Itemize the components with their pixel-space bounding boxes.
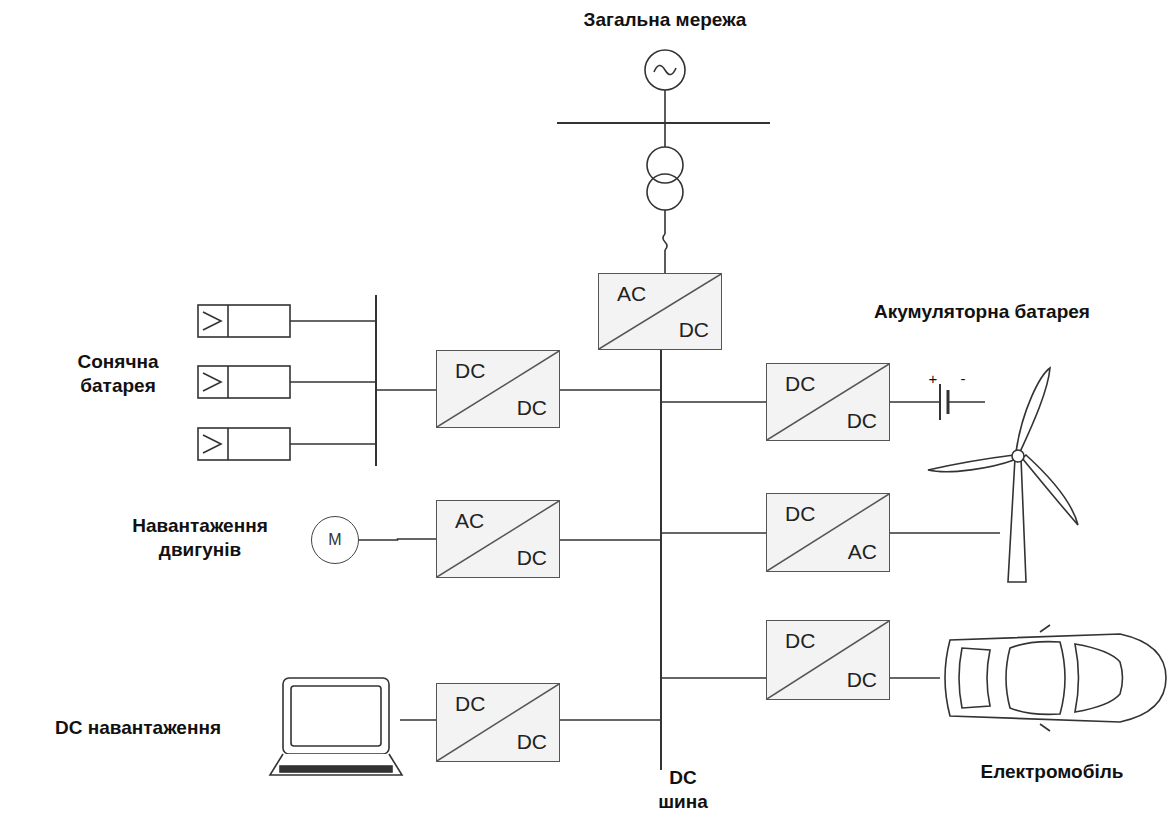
- component-label: Електромобіль: [952, 760, 1152, 784]
- dc-bus: [660, 350, 662, 770]
- converter-box: AC DC: [598, 273, 722, 350]
- converter-output: DC: [847, 669, 877, 690]
- converter-box: DC AC: [766, 493, 890, 572]
- transformer-symbol: [647, 174, 683, 210]
- converter-output: DC: [517, 397, 547, 418]
- component-label: DC шина: [643, 766, 723, 814]
- converter-input: DC: [455, 360, 485, 381]
- sine-mark: [654, 65, 676, 74]
- component-label: Навантаження двигунів: [90, 514, 310, 562]
- converter-output: DC: [847, 410, 877, 431]
- wind-turbine: [890, 368, 1078, 582]
- converter-output: DC: [679, 319, 709, 340]
- converter-output: DC: [517, 547, 547, 568]
- electric-car: [890, 625, 1166, 731]
- component-label: Акумуляторна батарея: [867, 300, 1097, 324]
- battery-symbol: [890, 384, 985, 420]
- component-label: Сонячна батарея: [43, 350, 193, 398]
- grid-bar: [557, 122, 770, 124]
- converter-input: AC: [617, 283, 646, 304]
- component-label: Загальна мережа: [545, 8, 785, 32]
- converter-box: AC DC: [436, 500, 560, 578]
- converter-input: DC: [785, 503, 815, 524]
- motor-letter: M: [328, 531, 341, 549]
- component-label: DC навантаження: [8, 716, 268, 740]
- wire: [359, 539, 436, 540]
- converter-box: DC DC: [766, 620, 890, 700]
- converter-input: AC: [455, 510, 484, 531]
- transformer-symbol: [647, 147, 683, 183]
- laptop: [270, 678, 436, 775]
- converter-input: DC: [785, 373, 815, 394]
- converter-box: DC DC: [766, 363, 890, 441]
- generator-symbol: [645, 50, 685, 90]
- converter-output: DC: [517, 731, 547, 752]
- converter-box: DC DC: [436, 350, 560, 428]
- polarity-mark: +: [925, 370, 941, 389]
- motor-circle: M: [311, 516, 359, 564]
- converter-input: DC: [785, 630, 815, 651]
- solar-panel: [198, 305, 376, 337]
- solar-panel: [198, 428, 376, 460]
- polarity-mark: -: [955, 370, 971, 389]
- solar-panel: [198, 366, 376, 398]
- converter-box: DC DC: [436, 683, 560, 762]
- converter-input: DC: [455, 693, 485, 714]
- converter-output: AC: [848, 541, 877, 562]
